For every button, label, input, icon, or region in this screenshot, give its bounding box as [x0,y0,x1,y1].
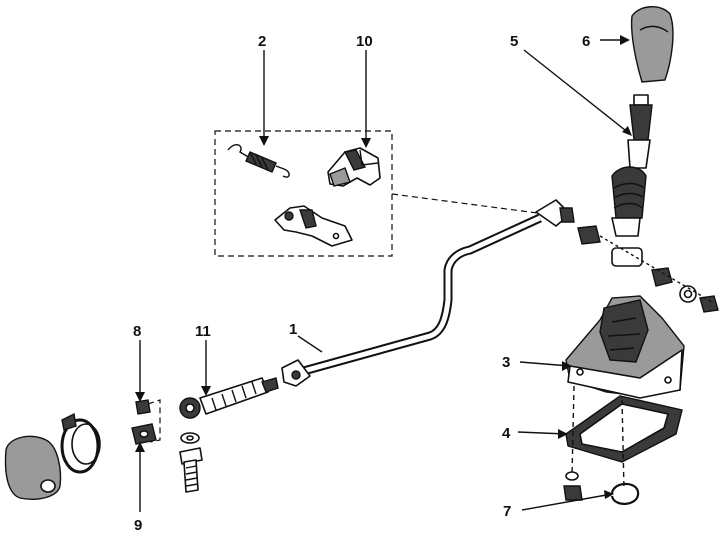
arrowhead-11 [201,386,211,396]
shift-housing [565,295,685,399]
callout-11: 11 [195,323,211,340]
mount-line-right [621,399,625,491]
hose-clamp [60,412,101,474]
callout-10: 10 [356,33,373,50]
lever-bracket [274,205,353,247]
return-spring [227,143,290,178]
housing-gasket [565,395,683,463]
callout-7: 7 [503,503,511,520]
rubber-boot [4,435,62,500]
callout-5: 5 [510,33,518,50]
leader-1 [297,335,323,353]
arrowhead-10 [361,138,371,148]
callout-2: 2 [258,33,266,50]
callout-9: 9 [134,517,142,534]
lock-nut [131,399,157,445]
arrowhead-4 [558,429,568,439]
gear-lever [611,94,653,237]
lever-axis-line [599,235,713,303]
arrowhead-7 [604,490,614,499]
lever-bushing [611,247,719,313]
detail-inset-frame [214,130,393,257]
callout-8: 8 [133,323,141,340]
joint-dash-line [147,399,161,443]
selector-clip [327,147,381,187]
leader-7 [521,493,613,511]
callout-3: 3 [502,354,510,371]
mount-bolt [179,432,203,493]
arrowhead-2 [259,136,269,146]
callout-4: 4 [502,425,511,442]
mount-nut [563,471,583,501]
arrowhead-6 [620,35,630,45]
selector-rod [281,199,601,387]
circlip [610,482,640,505]
leader-5 [523,49,631,135]
callout-1: 1 [289,321,297,338]
leader-3 [519,361,571,367]
mount-line-left [571,385,575,477]
inset-connector-line [391,193,546,215]
arrowhead-3 [562,361,572,371]
gear-knob [630,6,674,83]
callout-6: 6 [582,33,590,50]
ball-joint [179,377,279,419]
arrowhead-8 [135,392,145,402]
arrowhead-9 [135,442,145,452]
arrowhead-5 [622,126,632,136]
